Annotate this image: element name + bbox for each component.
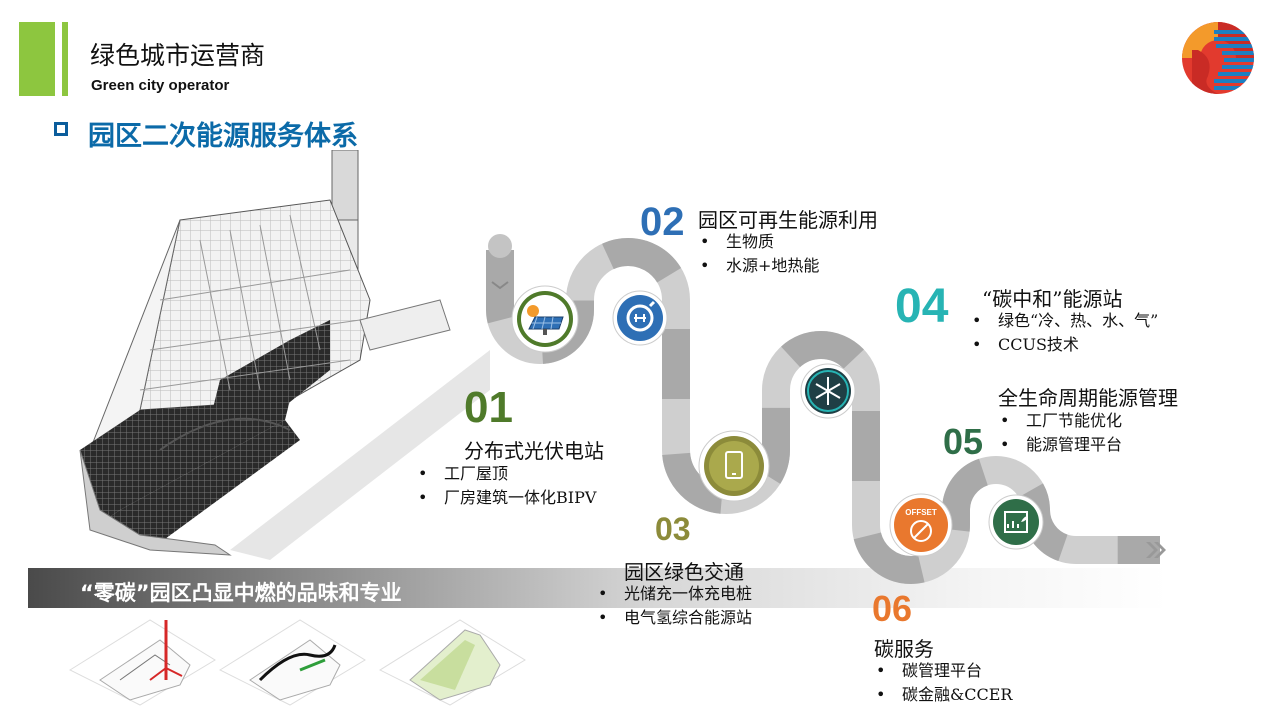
step-05-title: 全生命周期能源管理 [998, 386, 1178, 410]
factory-building-illustration [79, 150, 490, 560]
step-02-list: 生物质 水源+地热能 [698, 230, 819, 278]
step-03-list: 光储充一体充电桩 电气氢综合能源站 [596, 582, 752, 630]
mini-building-illustration-3 [378, 619, 526, 706]
renewable-plug-icon [612, 290, 668, 346]
offset-icon: OFFSET [889, 493, 953, 557]
header-accent-stripe [62, 22, 68, 96]
section-bullet-icon [54, 122, 68, 136]
list-item: 厂房建筑一体化BIPV [416, 486, 596, 510]
mini-building-illustration-1 [68, 619, 216, 706]
list-item: 碳金融&CCER [874, 683, 1012, 707]
list-item: 工厂节能优化 [998, 409, 1122, 433]
step-06-list: 碳管理平台 碳金融&CCER [874, 659, 1012, 707]
step-01-title: 分布式光伏电站 [464, 439, 604, 463]
step-02-title: 园区可再生能源利用 [698, 208, 878, 232]
list-item: 电气氢综合能源站 [596, 606, 752, 630]
header-accent-bar [19, 22, 55, 96]
list-item: CCUS技术 [970, 333, 1158, 357]
list-item: 绿色“冷、热、水、气” [970, 309, 1158, 333]
banner-text: “零碳”园区凸显中燃的品味和专业 [80, 581, 402, 605]
step-01-number: 01 [464, 383, 513, 432]
list-item: 水源+地热能 [698, 254, 819, 278]
step-05-number: 05 [943, 421, 984, 462]
header-title: 绿色城市运营商 [90, 41, 266, 70]
list-item: 碳管理平台 [874, 659, 1012, 683]
step-02-number: 02 [640, 200, 685, 244]
header-subtitle: Green city operator [91, 77, 230, 94]
step-03-title: 园区绿色交通 [624, 560, 744, 584]
step-06-number: 06 [872, 588, 913, 629]
process-road [486, 234, 1166, 584]
list-item: 生物质 [698, 230, 819, 254]
snowflake-icon [800, 363, 856, 419]
list-item: 工厂屋顶 [416, 462, 596, 486]
list-item: 能源管理平台 [998, 433, 1122, 457]
step-06-title: 碳服务 [874, 637, 934, 661]
step-03-number: 03 [655, 511, 691, 547]
offset-label: OFFSET [905, 508, 937, 517]
section-title: 园区二次能源服务体系 [88, 121, 358, 152]
list-item: 光储充一体充电桩 [596, 582, 752, 606]
charging-device-icon [698, 430, 770, 502]
growth-chart-icon [988, 494, 1044, 550]
step-04-number: 04 [895, 280, 949, 333]
step-04-title: “碳中和”能源站 [982, 287, 1123, 311]
step-04-list: 绿色“冷、热、水、气” CCUS技术 [970, 309, 1158, 357]
mini-building-illustration-2 [218, 619, 366, 706]
step-05-list: 工厂节能优化 能源管理平台 [998, 409, 1122, 457]
solar-panel-icon [511, 285, 579, 353]
company-logo-icon [1182, 22, 1254, 94]
step-01-list: 工厂屋顶 厂房建筑一体化BIPV [416, 462, 596, 510]
